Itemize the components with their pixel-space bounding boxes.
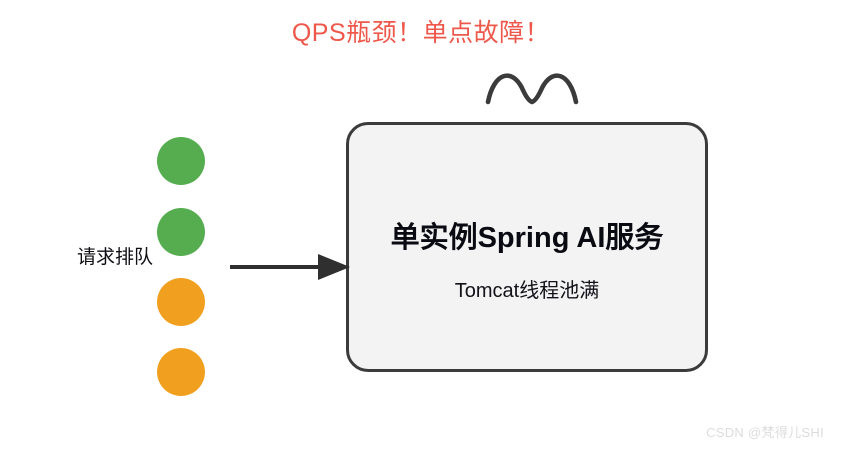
right-arrow-icon [230, 254, 350, 280]
warning-title: QPS瓶颈！单点故障！ [291, 19, 551, 47]
queue-circle-2 [157, 208, 205, 256]
service-box-subtitle: Tomcat线程池满 [454, 280, 600, 302]
queue-label: 请求排队 [76, 247, 153, 268]
watermark: CSDN @梵得儿SHI [706, 425, 824, 440]
service-box-title: 单实例Spring AI服务 [390, 222, 664, 254]
queue-circle-1 [157, 137, 205, 185]
service-box: 单实例Spring AI服务 Tomcat线程池满 [346, 122, 708, 372]
queue-circle-4 [157, 348, 205, 396]
double-arc-squiggle-icon [485, 73, 579, 105]
queue-circle-3 [157, 278, 205, 326]
